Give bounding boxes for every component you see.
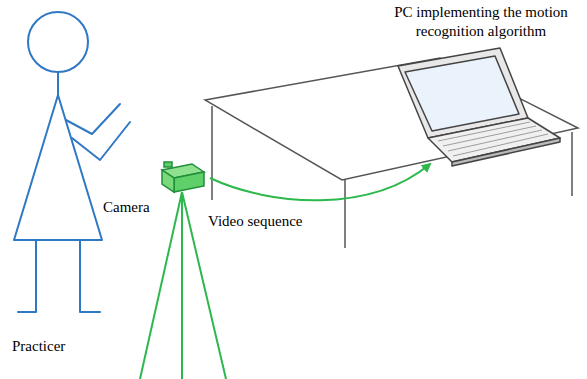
video-arrow (210, 164, 430, 200)
laptop (398, 48, 560, 166)
node-label: PC implementing the motion recognition a… (378, 3, 584, 41)
pc-node: PC implementing the motion recognition a… (378, 0, 584, 164)
camera-symbol (162, 162, 204, 192)
camera-node: Camera (98, 158, 210, 220)
practicer-figure (14, 12, 130, 312)
figure-label: Practicer (12, 337, 65, 356)
node-label: Camera (103, 198, 203, 217)
edge-label: Video sequence (208, 212, 302, 231)
table (205, 58, 578, 248)
